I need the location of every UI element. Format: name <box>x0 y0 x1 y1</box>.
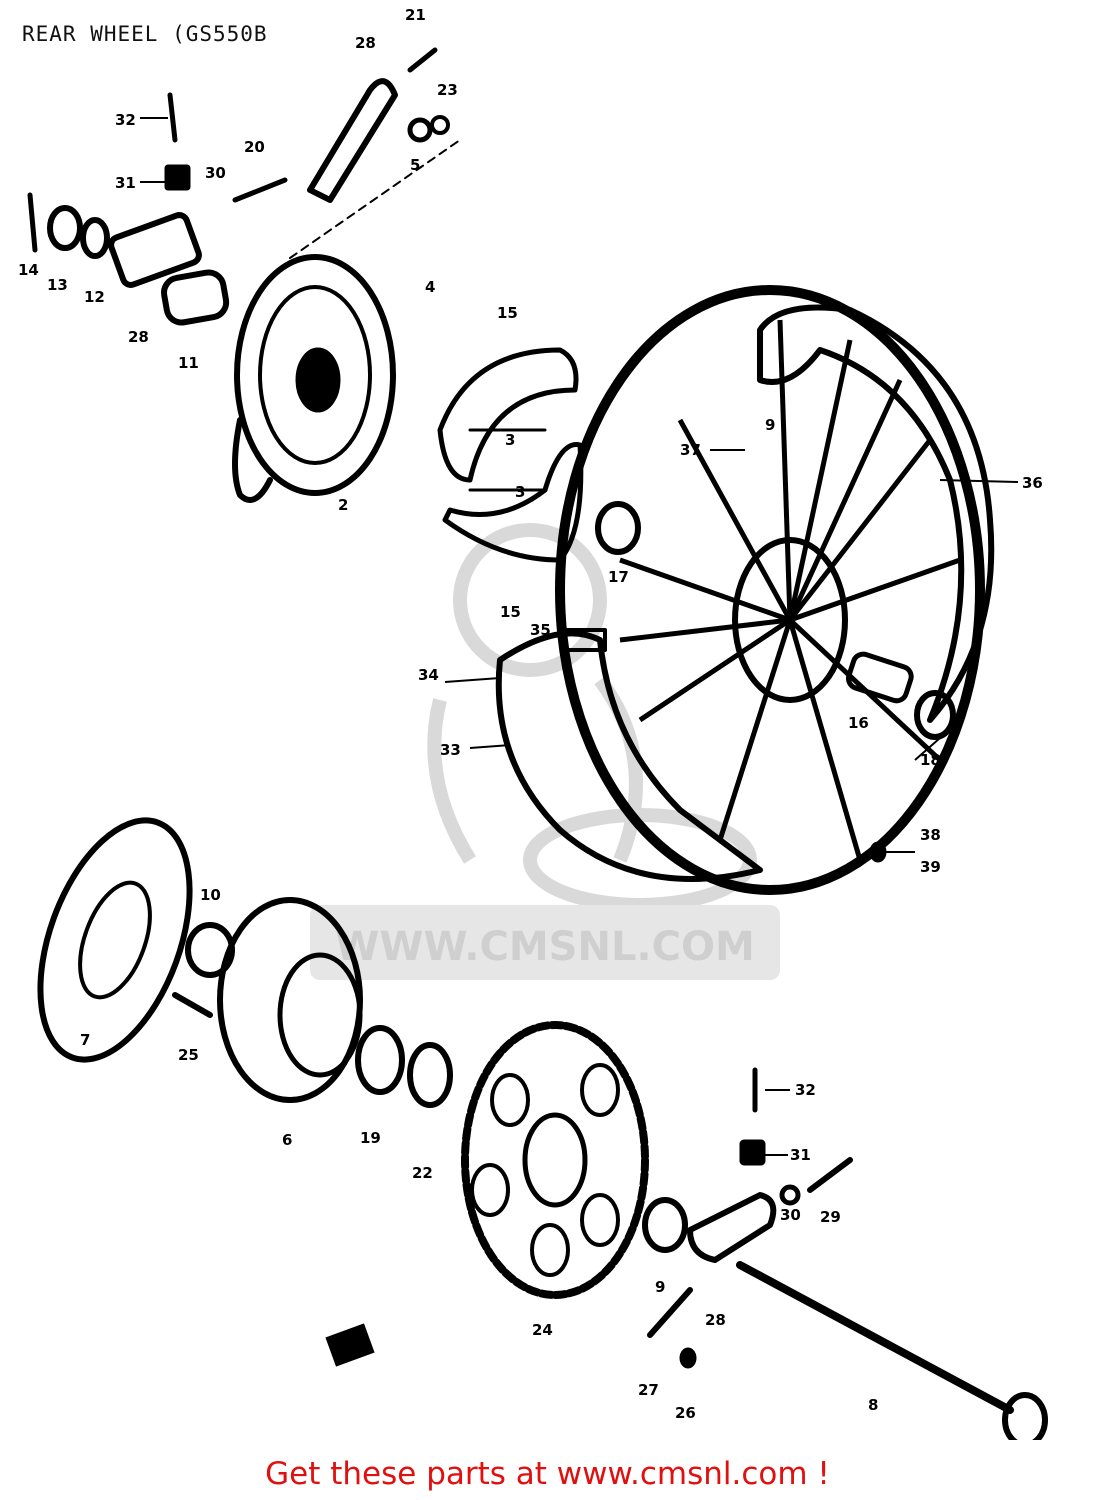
callout-31b: 31 <box>790 1146 811 1164</box>
leader-lines <box>140 117 1019 1156</box>
callout-37: 37 <box>680 441 701 459</box>
callout-38: 38 <box>920 826 941 844</box>
callout-4: 4 <box>425 278 435 296</box>
brake-panel <box>232 139 461 503</box>
callout-32a: 32 <box>115 111 136 129</box>
callout-35: 35 <box>530 621 551 639</box>
footer-link[interactable]: Get these parts at www.cmsnl.com ! <box>265 1456 830 1492</box>
callout-2: 2 <box>338 496 348 514</box>
callout-7: 7 <box>80 1031 90 1049</box>
spacer-17 <box>595 501 641 555</box>
bolt-25 <box>172 992 213 1018</box>
valve-38 <box>869 841 887 863</box>
callout-34: 34 <box>418 666 439 684</box>
collar-18 <box>914 690 956 740</box>
seal-22 <box>407 1042 453 1108</box>
callout-21: 21 <box>405 6 426 24</box>
callout-26: 26 <box>675 1404 696 1422</box>
callout-20: 20 <box>244 138 265 156</box>
callout-28a: 28 <box>355 34 376 52</box>
callout-27: 27 <box>638 1381 659 1399</box>
bolt-29 <box>807 1157 853 1193</box>
callout-6: 6 <box>282 1131 292 1149</box>
chain-joint <box>325 1323 375 1367</box>
callout-5: 5 <box>410 156 420 174</box>
callout-11: 11 <box>178 354 199 372</box>
callout-31a: 31 <box>115 174 136 192</box>
callout-30a: 30 <box>205 164 226 182</box>
callout-9a: 9 <box>765 416 775 434</box>
callout-19: 19 <box>360 1129 381 1147</box>
spacer-9 <box>642 1197 688 1253</box>
callout-28c: 28 <box>705 1311 726 1329</box>
callout-39: 39 <box>920 858 941 876</box>
callout-30b: 30 <box>780 1206 801 1224</box>
torque-link-parts <box>27 47 450 326</box>
callout-13: 13 <box>47 276 68 294</box>
callout-28b: 28 <box>128 328 149 346</box>
callout-33: 33 <box>440 741 461 759</box>
block-31 <box>739 1139 766 1166</box>
callout-3b: 3 <box>515 483 525 501</box>
cotter-27 <box>647 1287 693 1338</box>
adjuster-28 <box>687 1192 777 1263</box>
callout-9b: 9 <box>655 1278 665 1296</box>
callout-24: 24 <box>532 1321 553 1339</box>
callout-36: 36 <box>1022 474 1043 492</box>
axle-nut <box>1002 1392 1048 1440</box>
callout-23: 23 <box>437 81 458 99</box>
callout-3a: 3 <box>505 431 515 449</box>
callout-16: 16 <box>848 714 869 732</box>
callout-29: 29 <box>820 1208 841 1226</box>
bearing-19 <box>355 1025 405 1095</box>
callout-labels: 2 3 3 4 5 6 7 8 9 9 10 11 12 13 14 15 15… <box>18 6 1043 1422</box>
watermark-url: WWW.CMSNL.COM <box>335 924 755 970</box>
callout-22: 22 <box>412 1164 433 1182</box>
callout-15b: 15 <box>500 603 521 621</box>
sprocket-drum <box>217 897 363 1103</box>
nut-26 <box>679 1347 697 1369</box>
callout-25: 25 <box>178 1046 199 1064</box>
rim-strip <box>495 630 763 882</box>
rear-wheel <box>555 285 985 895</box>
rear-sprocket <box>461 1021 649 1299</box>
callout-8: 8 <box>868 1396 878 1414</box>
exploded-parts-diagram: WWW.CMSNL.COM <box>18 6 1048 1440</box>
callout-12: 12 <box>84 288 105 306</box>
cush-drive <box>37 817 193 1063</box>
callout-10: 10 <box>200 886 221 904</box>
callout-17: 17 <box>608 568 629 586</box>
washer-30 <box>779 1184 801 1206</box>
axle-spacer-16 <box>846 651 914 704</box>
rear-axle <box>736 1261 1014 1414</box>
callout-15a: 15 <box>497 304 518 322</box>
cms-watermark-logo <box>427 523 757 912</box>
callout-14: 14 <box>18 261 39 279</box>
page-title: REAR WHEEL (GS550B <box>22 22 268 46</box>
callout-18: 18 <box>920 751 941 769</box>
watermark-band <box>310 905 780 980</box>
tire <box>757 304 995 723</box>
cap-35 <box>563 628 607 652</box>
callout-32b: 32 <box>795 1081 816 1099</box>
